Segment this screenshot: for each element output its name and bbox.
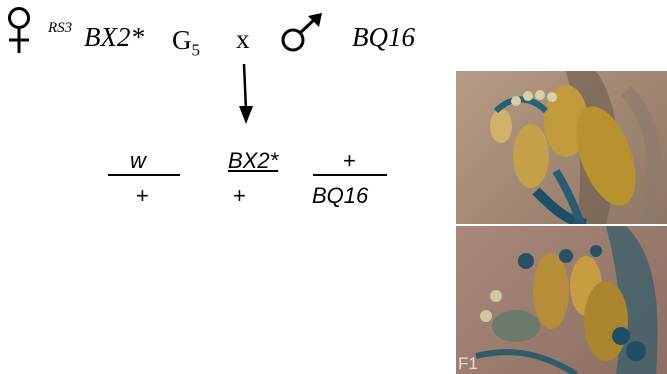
female-symbol [4, 5, 34, 57]
genotype-top: + [343, 148, 356, 174]
generation-subscript: 5 [192, 40, 201, 59]
genotype-bottom: + [136, 183, 149, 209]
genotype-divider [108, 174, 180, 176]
male-symbol [278, 10, 328, 56]
generation-label: G5 [172, 25, 200, 60]
micrograph-bottom: F1 [456, 226, 667, 374]
genotype-top: w [130, 148, 146, 174]
genotype-top: BX2* [228, 148, 278, 174]
down-arrow-icon [234, 62, 258, 126]
micrograph-top [456, 71, 667, 224]
generation-letter: G [172, 25, 192, 55]
genotype-bottom: BQ16 [312, 183, 368, 209]
genotype-divider [313, 174, 387, 176]
female-superscript: RS3 [48, 20, 72, 37]
cross-sign: x [236, 24, 250, 55]
male-allele: BQ16 [352, 22, 415, 53]
genotype-bottom: + [233, 183, 246, 209]
female-allele: BX2* [84, 22, 144, 53]
photo-label: F1 [458, 354, 478, 374]
